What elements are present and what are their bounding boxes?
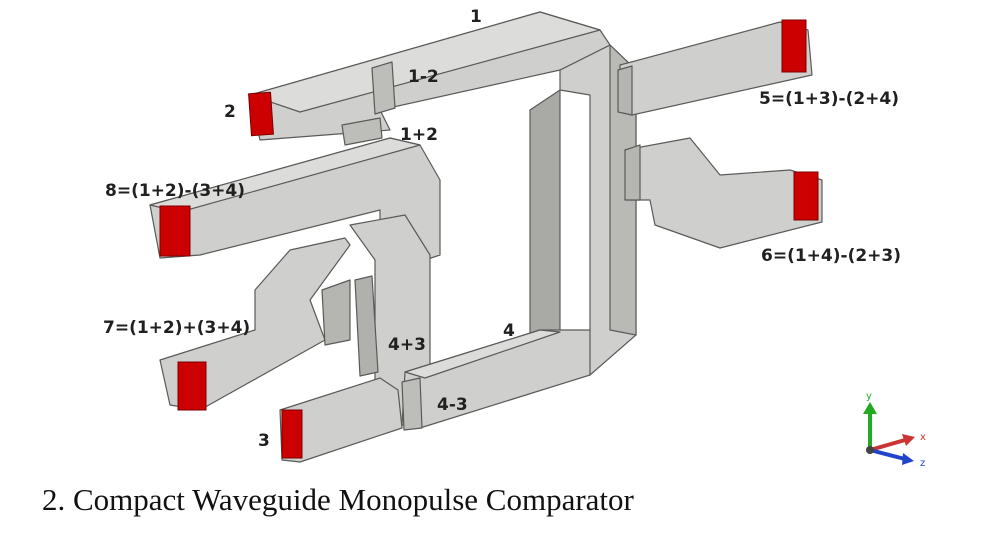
port-7-opening [177, 361, 207, 411]
arm-6-body [624, 137, 823, 249]
axis-y-arrow [863, 402, 877, 414]
top-arm-top-face [249, 11, 601, 113]
axis-triad: y x z [863, 391, 926, 469]
arm-6-shadow [624, 144, 641, 201]
arm-4-top-face [404, 329, 561, 379]
axis-z-arrow [902, 453, 914, 465]
label-top-arm: 1 [470, 7, 482, 27]
port-8-opening [159, 205, 191, 257]
label-sum-43: 4+3 [388, 335, 426, 355]
arm-5-shadow [617, 65, 633, 116]
label-port-3: 3 [258, 431, 270, 451]
arm-7-shadow [321, 279, 351, 346]
axis-x-label: x [920, 432, 926, 443]
axis-origin [866, 446, 874, 454]
label-port-6: 6=(1+4)-(2+3) [761, 246, 901, 266]
port-5-opening [781, 19, 807, 73]
label-port-5: 5=(1+3)-(2+4) [759, 89, 899, 109]
figure-caption: 2. Compact Waveguide Monopulse Comparato… [42, 482, 634, 517]
port-3-opening [281, 409, 303, 459]
label-sum-12: 1+2 [400, 125, 438, 145]
label-diff-43: 4-3 [437, 395, 468, 415]
label-port-2: 2 [224, 102, 236, 122]
axis-x-line [869, 438, 906, 452]
label-arm-4: 4 [503, 321, 515, 341]
arm-3-body [279, 377, 403, 463]
coupler-12-slot [341, 117, 383, 146]
axis-x-arrow [902, 434, 915, 446]
port-2-opening [248, 91, 274, 137]
axis-y-label: y [866, 391, 872, 402]
port-6-opening [793, 171, 819, 221]
tee-43-block [401, 377, 423, 431]
label-diff-12: 1-2 [408, 67, 439, 87]
tee-12-block [371, 61, 396, 115]
label-port-7: 7=(1+2)+(3+4) [103, 318, 250, 338]
label-port-8: 8=(1+2)-(3+4) [105, 181, 245, 201]
ring-right-shadow [529, 89, 561, 356]
axis-z-line [869, 448, 906, 461]
column-43-shadow [354, 275, 379, 377]
ring-right-side [609, 44, 637, 336]
axis-z-label: z [920, 458, 925, 469]
